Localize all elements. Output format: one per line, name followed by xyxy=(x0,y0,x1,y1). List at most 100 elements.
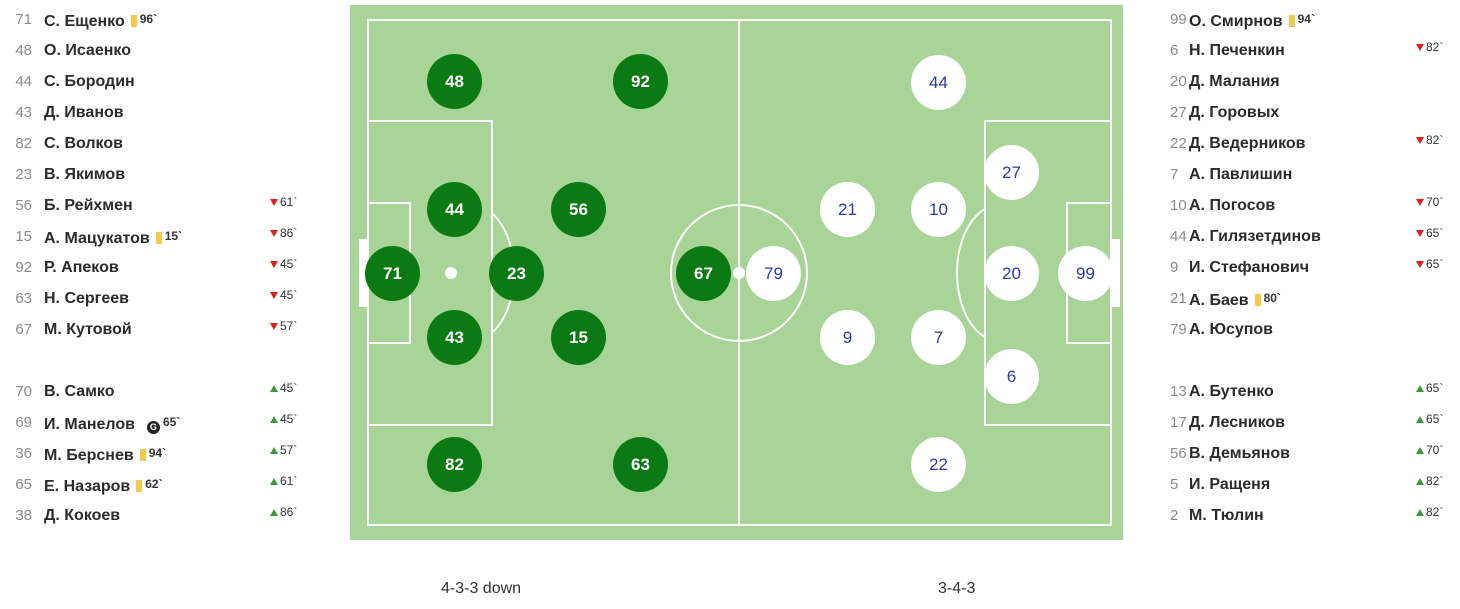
sub-minute: 70` xyxy=(1426,195,1444,209)
player-marker[interactable]: 23 xyxy=(489,246,544,301)
goal-minute: 65` xyxy=(162,415,181,429)
player-number: 44 xyxy=(1170,228,1187,245)
player-marker[interactable]: 99 xyxy=(1058,246,1113,301)
player-marker[interactable]: 56 xyxy=(551,182,606,237)
player-name-text: С. Бородин xyxy=(44,73,135,90)
sub-in: 57` xyxy=(270,435,297,466)
card-minute: 15` xyxy=(164,229,183,243)
home-formation-label: 4-3-3 down xyxy=(441,580,522,597)
player-name-text: С. Волков xyxy=(44,135,123,152)
player-marker[interactable]: 9 xyxy=(820,310,875,365)
player-name: А. Бутенко xyxy=(1189,376,1274,407)
player-name: Н. Сергеев xyxy=(44,283,129,314)
sub-out: 45` xyxy=(270,280,297,311)
player-marker[interactable]: 20 xyxy=(984,246,1039,301)
sub-in-icon xyxy=(270,509,278,516)
player-name-text: М. Берснев xyxy=(44,447,134,464)
player-row[interactable]: 44 С. Бородин xyxy=(0,66,320,97)
player-marker[interactable]: 44 xyxy=(911,55,966,110)
sub-in-icon xyxy=(270,478,278,485)
player-name-text: Д. Иванов xyxy=(44,104,124,121)
player-name-text: О. Исаенко xyxy=(44,42,131,59)
player-marker[interactable]: 21 xyxy=(820,182,875,237)
player-name-text: И. Ращеня xyxy=(1189,476,1271,493)
sub-minute: 45` xyxy=(280,288,298,302)
sub-minute: 86` xyxy=(280,226,298,240)
player-number: 71 xyxy=(15,11,32,28)
player-marker[interactable]: 48 xyxy=(427,54,482,109)
player-name-text: Д. Кокоев xyxy=(44,507,121,524)
player-number: 6 xyxy=(1170,42,1179,59)
player-number: 38 xyxy=(15,507,32,524)
player-marker[interactable]: 22 xyxy=(911,437,966,492)
player-marker[interactable]: 15 xyxy=(551,310,606,365)
sub-minute: 61` xyxy=(280,195,298,209)
player-name-text: Д. Ведерников xyxy=(1189,135,1306,152)
sub-minute: 82` xyxy=(1426,40,1444,54)
player-number: 20 xyxy=(1170,73,1187,90)
player-marker[interactable]: 6 xyxy=(984,349,1039,404)
player-number: 27 xyxy=(1170,104,1187,121)
player-marker[interactable]: 79 xyxy=(746,246,801,301)
sub-in: 45` xyxy=(270,404,297,435)
player-marker[interactable]: 10 xyxy=(911,182,966,237)
player-name-text: Б. Рейхмен xyxy=(44,197,133,214)
player-marker[interactable]: 67 xyxy=(676,246,731,301)
player-name-text: М. Кутовой xyxy=(44,321,132,338)
player-name: В. Демьянов xyxy=(1189,438,1290,469)
player-marker[interactable]: 82 xyxy=(427,437,482,492)
player-row[interactable]: 56 Б. Рейхмен 61` xyxy=(0,190,320,221)
player-marker[interactable]: 27 xyxy=(984,145,1039,200)
player-marker[interactable]: 63 xyxy=(613,437,668,492)
player-number: 56 xyxy=(15,197,32,214)
player-marker[interactable]: 7 xyxy=(911,310,966,365)
player-name: Д. Горовых xyxy=(1189,97,1279,128)
sub-out-icon xyxy=(270,323,278,330)
player-marker[interactable]: 92 xyxy=(613,54,668,109)
player-marker[interactable]: 44 xyxy=(427,182,482,237)
sub-minute: 45` xyxy=(280,257,298,271)
sub-minute: 57` xyxy=(280,443,298,457)
player-marker[interactable]: 71 xyxy=(365,246,420,301)
sub-out: 57` xyxy=(270,311,297,342)
player-marker[interactable]: 43 xyxy=(427,310,482,365)
player-number: 65 xyxy=(15,476,32,493)
sub-minute: 70` xyxy=(1426,443,1444,457)
player-name-text: Д. Горовых xyxy=(1189,104,1280,121)
player-number: 44 xyxy=(15,73,32,90)
player-name-text: Д. Лесников xyxy=(1189,414,1286,431)
